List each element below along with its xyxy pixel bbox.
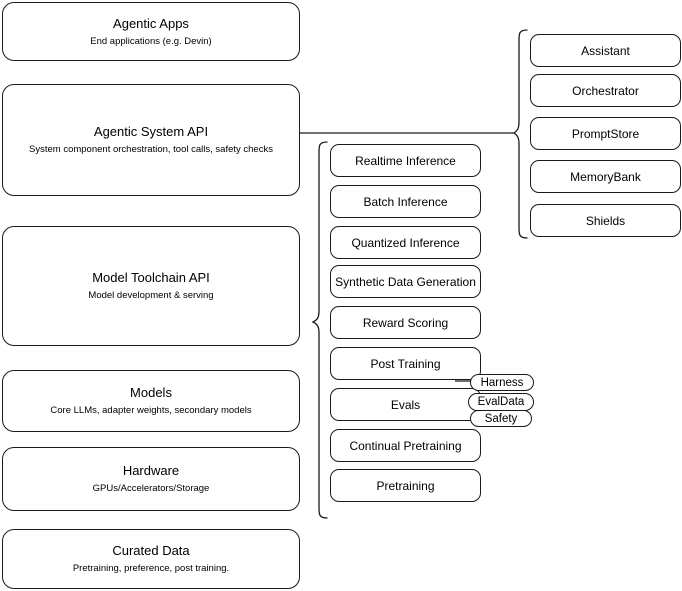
toolchain-item-continual-pretraining[interactable]: Continual Pretraining xyxy=(330,429,481,462)
toolchain-item-evals[interactable]: Evals xyxy=(330,388,481,421)
toolchain-item-synthetic-data-generation[interactable]: Synthetic Data Generation xyxy=(330,265,481,298)
toolchain-item-label: Realtime Inference xyxy=(355,153,456,168)
evals-pill-label: EvalData xyxy=(477,396,525,408)
toolchain-item-label: Pretraining xyxy=(376,478,435,493)
layer-agentic-apps[interactable]: Agentic Apps End applications (e.g. Devi… xyxy=(2,2,300,61)
toolchain-item-batch-inference[interactable]: Batch Inference xyxy=(330,185,481,218)
layer-title: Models xyxy=(130,385,172,400)
layer-subtitle: Pretraining, preference, post training. xyxy=(72,563,230,574)
layer-model-toolchain-api[interactable]: Model Toolchain API Model development & … xyxy=(2,226,300,346)
evals-pill-harness[interactable]: Harness xyxy=(470,374,534,391)
layer-title: Curated Data xyxy=(112,543,190,558)
toolchain-item-label: Reward Scoring xyxy=(362,315,449,330)
system-item-orchestrator[interactable]: Orchestrator xyxy=(530,74,681,107)
system-item-assistant[interactable]: Assistant xyxy=(530,34,681,67)
right-brace xyxy=(512,29,528,239)
layer-models[interactable]: Models Core LLMs, adapter weights, secon… xyxy=(2,370,300,432)
layer-subtitle: GPUs/Accelerators/Storage xyxy=(92,483,210,494)
system-item-shields[interactable]: Shields xyxy=(530,204,681,237)
layer-subtitle: Model development & serving xyxy=(88,290,214,301)
layer-title: Agentic Apps xyxy=(113,15,189,31)
layer-subtitle: System component orchestration, tool cal… xyxy=(29,144,273,155)
system-item-memorybank[interactable]: MemoryBank xyxy=(530,160,681,193)
evals-pill-safety[interactable]: Safety xyxy=(470,410,532,427)
system-item-label: Shields xyxy=(585,213,626,228)
evals-pill-evaldata[interactable]: EvalData xyxy=(468,393,534,411)
toolchain-item-pretraining[interactable]: Pretraining xyxy=(330,469,481,502)
toolchain-item-realtime-inference[interactable]: Realtime Inference xyxy=(330,144,481,177)
system-item-label: PromptStore xyxy=(571,126,640,141)
system-item-label: Orchestrator xyxy=(572,83,639,98)
toolchain-item-reward-scoring[interactable]: Reward Scoring xyxy=(330,306,481,339)
toolchain-item-label: Post Training xyxy=(370,356,441,371)
system-item-label: Assistant xyxy=(581,43,630,58)
layer-hardware[interactable]: Hardware GPUs/Accelerators/Storage xyxy=(2,447,300,511)
layer-agentic-system-api[interactable]: Agentic System API System component orch… xyxy=(2,84,300,196)
layer-title: Agentic System API xyxy=(93,124,209,139)
system-item-promptstore[interactable]: PromptStore xyxy=(530,117,681,150)
layer-curated-data[interactable]: Curated Data Pretraining, preference, po… xyxy=(2,529,300,589)
toolchain-item-post-training[interactable]: Post Training xyxy=(330,347,481,380)
layer-title: Model Toolchain API xyxy=(92,270,210,285)
evals-pill-label: Safety xyxy=(484,412,518,425)
toolchain-item-label: Evals xyxy=(390,397,421,412)
toolchain-item-quantized-inference[interactable]: Quantized Inference xyxy=(330,226,481,259)
layer-subtitle: Core LLMs, adapter weights, secondary mo… xyxy=(50,405,252,416)
toolchain-item-label: Continual Pretraining xyxy=(349,438,462,453)
toolchain-item-label: Synthetic Data Generation xyxy=(335,274,476,289)
middle-brace xyxy=(311,141,328,519)
evals-pill-label: Harness xyxy=(480,376,524,389)
system-item-label: MemoryBank xyxy=(570,169,641,184)
toolchain-item-label: Batch Inference xyxy=(363,194,448,209)
layer-title: Hardware xyxy=(122,463,180,478)
toolchain-item-label: Quantized Inference xyxy=(351,235,460,250)
layer-subtitle: End applications (e.g. Devin) xyxy=(90,35,212,47)
